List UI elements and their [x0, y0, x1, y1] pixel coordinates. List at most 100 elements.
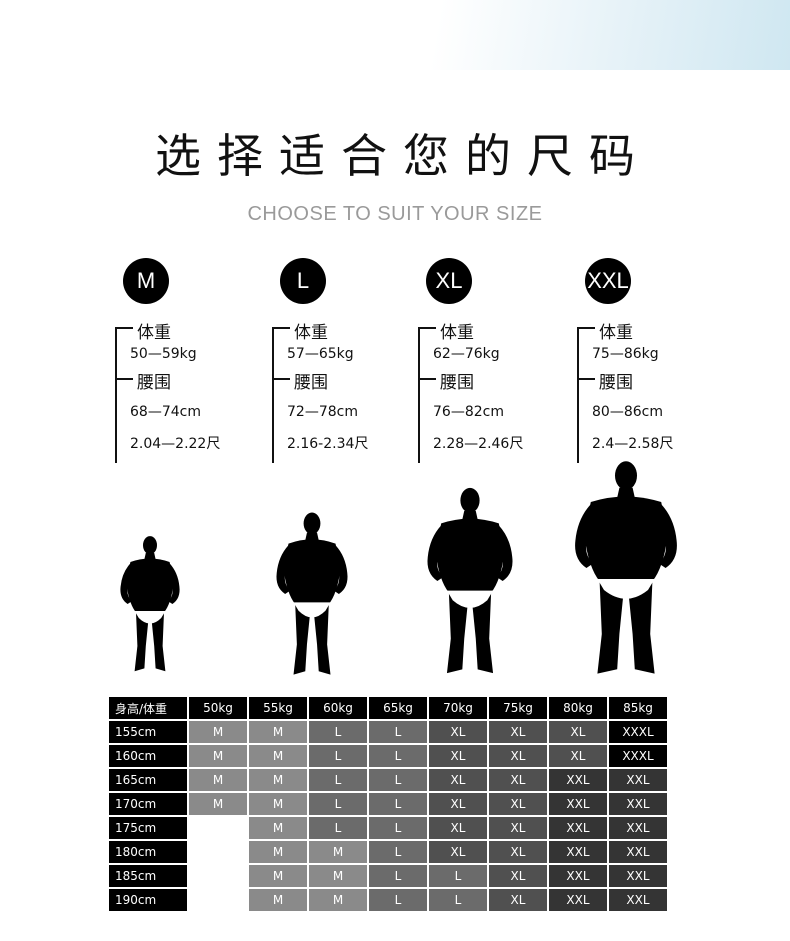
body-silhouette-m	[115, 533, 185, 675]
size-cell: M	[309, 889, 367, 911]
size-cell: XXL	[609, 817, 667, 839]
page-title: 选择适合您的尺码	[155, 129, 651, 183]
size-cell: XL	[489, 769, 547, 791]
weight-header: 80kg	[549, 697, 607, 719]
height-header: 155cm	[109, 721, 187, 743]
tick	[115, 327, 133, 329]
size-cell: M	[249, 745, 307, 767]
height-header: 170cm	[109, 793, 187, 815]
size-cell: L	[309, 769, 367, 791]
size-cell: L	[309, 817, 367, 839]
size-cell: L	[429, 865, 487, 887]
size-cell: XL	[489, 721, 547, 743]
size-cell: L	[369, 889, 427, 911]
size-cell: M	[249, 889, 307, 911]
size-cell: XL	[489, 793, 547, 815]
size-cell: XXL	[549, 889, 607, 911]
size-cell: M	[309, 841, 367, 863]
size-cell: M	[309, 865, 367, 887]
tick	[115, 378, 133, 380]
size-cell: M	[189, 721, 247, 743]
weight-label: 体重	[599, 323, 633, 343]
divider-line	[577, 327, 579, 463]
size-cell: XXL	[549, 817, 607, 839]
empty-cell	[189, 889, 247, 911]
weight-label: 体重	[137, 323, 171, 343]
size-cell: L	[369, 865, 427, 887]
size-cell: XXXL	[609, 721, 667, 743]
body-silhouette-xl	[420, 485, 520, 677]
size-cell: XXL	[609, 841, 667, 863]
size-cell: XXL	[609, 769, 667, 791]
weight-label: 体重	[440, 323, 474, 343]
size-cell: XL	[429, 769, 487, 791]
waist-cm: 80—86cm	[592, 404, 663, 420]
size-cell: L	[369, 793, 427, 815]
size-column-xxl: XXL 体重 75—86kg 腰围 80—86cm 2.4—2.58尺	[577, 258, 727, 468]
size-cell: XL	[489, 841, 547, 863]
size-cell: XXXL	[609, 745, 667, 767]
weight-range: 75—86kg	[592, 346, 659, 362]
size-cell: L	[369, 841, 427, 863]
size-cell: L	[369, 769, 427, 791]
size-cell: L	[369, 817, 427, 839]
size-cell: XXL	[549, 769, 607, 791]
size-cell: M	[249, 865, 307, 887]
height-header: 185cm	[109, 865, 187, 887]
size-cell: L	[309, 793, 367, 815]
divider-line	[115, 327, 117, 463]
tick	[272, 327, 290, 329]
page-subtitle: CHOOSE TO SUIT YOUR SIZE	[247, 203, 543, 225]
size-badge-xl: XL	[426, 258, 472, 304]
empty-cell	[189, 817, 247, 839]
size-cell: M	[249, 817, 307, 839]
tick	[577, 327, 595, 329]
size-cell: M	[249, 841, 307, 863]
height-header: 190cm	[109, 889, 187, 911]
size-cell: XL	[549, 745, 607, 767]
height-header: 160cm	[109, 745, 187, 767]
size-cell: XXL	[549, 841, 607, 863]
size-cell: M	[189, 793, 247, 815]
size-cell: L	[429, 889, 487, 911]
height-header: 180cm	[109, 841, 187, 863]
weight-range: 62—76kg	[433, 346, 500, 362]
waist-chi: 2.4—2.58尺	[592, 436, 674, 452]
tick	[418, 378, 436, 380]
size-badge-l: L	[280, 258, 326, 304]
size-cell: XL	[489, 865, 547, 887]
size-column-l: L 体重 57—65kg 腰围 72—78cm 2.16-2.34尺	[272, 258, 422, 468]
size-cell: XL	[489, 745, 547, 767]
waist-chi: 2.28—2.46尺	[433, 436, 524, 452]
size-cell: XL	[429, 721, 487, 743]
divider-line	[418, 327, 420, 463]
size-cell: XXL	[609, 865, 667, 887]
tick	[418, 327, 436, 329]
size-cell: XL	[429, 793, 487, 815]
table-header-row: 身高/体重 50kg 55kg 60kg 65kg 70kg 75kg 80kg…	[109, 697, 667, 719]
body-silhouette-l	[270, 510, 354, 678]
size-cell: XXL	[609, 793, 667, 815]
empty-cell	[189, 841, 247, 863]
height-header: 175cm	[109, 817, 187, 839]
weight-header: 55kg	[249, 697, 307, 719]
size-column-m: M 体重 50—59kg 腰围 68—74cm 2.04—2.22尺	[115, 258, 265, 468]
corner-header: 身高/体重	[109, 697, 187, 719]
size-cell: M	[249, 721, 307, 743]
divider-line	[272, 327, 274, 463]
waist-label: 腰围	[599, 373, 633, 393]
weight-header: 50kg	[189, 697, 247, 719]
weight-header: 75kg	[489, 697, 547, 719]
weight-header: 65kg	[369, 697, 427, 719]
waist-cm: 76—82cm	[433, 404, 504, 420]
height-header: 165cm	[109, 769, 187, 791]
waist-chi: 2.04—2.22尺	[130, 436, 221, 452]
size-cell: L	[309, 745, 367, 767]
size-cell: XL	[489, 889, 547, 911]
